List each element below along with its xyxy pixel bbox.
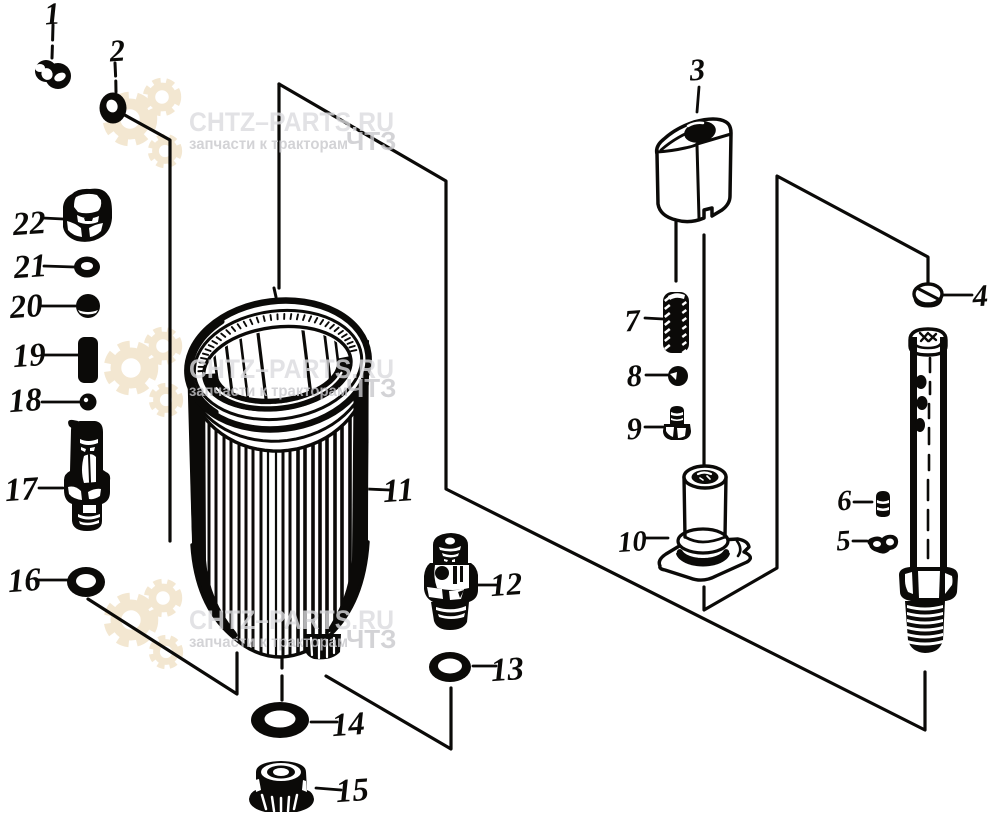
svg-text:8: 8	[625, 357, 643, 393]
svg-text:9: 9	[625, 411, 643, 447]
svg-text:1: 1	[43, 0, 61, 32]
svg-text:13: 13	[490, 651, 525, 689]
svg-text:15: 15	[335, 772, 370, 810]
svg-text:2: 2	[107, 33, 126, 69]
svg-text:ЧТЗ: ЧТЗ	[346, 624, 396, 654]
svg-text:22: 22	[11, 205, 47, 243]
svg-text:12: 12	[489, 565, 523, 603]
svg-text:18: 18	[8, 382, 43, 420]
svg-text:запчасти к тракторам: запчасти к тракторам	[189, 136, 348, 153]
svg-text:7: 7	[623, 302, 642, 338]
svg-text:20: 20	[8, 288, 44, 326]
svg-text:14: 14	[331, 706, 366, 744]
svg-text:11: 11	[381, 472, 415, 510]
svg-text:ЧТЗ: ЧТЗ	[346, 126, 396, 156]
svg-text:запчасти к тракторам: запчасти к тракторам	[189, 383, 348, 400]
svg-text:17: 17	[4, 471, 41, 509]
svg-text:CHTZ–PARTS.RU: CHTZ–PARTS.RU	[189, 605, 394, 635]
svg-text:ЧТЗ: ЧТЗ	[346, 373, 396, 403]
svg-text:5: 5	[835, 525, 852, 558]
svg-text:19: 19	[12, 337, 47, 375]
svg-text:10: 10	[617, 525, 648, 559]
svg-text:CHTZ–PARTS.RU: CHTZ–PARTS.RU	[189, 354, 394, 384]
svg-text:16: 16	[7, 562, 43, 600]
svg-text:6: 6	[836, 485, 853, 518]
svg-text:CHTZ–PARTS.RU: CHTZ–PARTS.RU	[189, 107, 394, 137]
svg-text:запчасти к тракторам: запчасти к тракторам	[189, 634, 348, 651]
svg-text:3: 3	[687, 52, 706, 88]
svg-text:21: 21	[12, 248, 48, 286]
svg-text:4: 4	[970, 278, 989, 314]
